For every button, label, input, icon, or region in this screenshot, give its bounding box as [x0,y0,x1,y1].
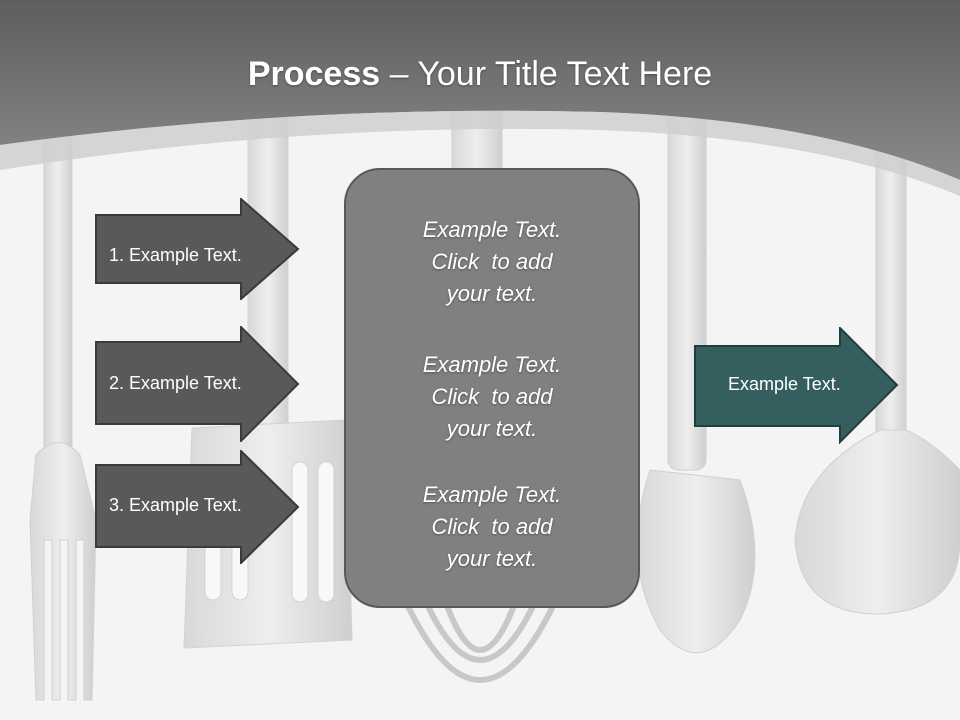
process-arrow-1[interactable]: 1. Example Text. [95,198,301,300]
title-rest: Your Title Text Here [417,55,713,93]
process-arrow-3[interactable]: 3. Example Text. [95,450,301,564]
arrow-shape [95,198,300,300]
ladle-silhouette [794,109,960,615]
block-line: your text. [446,281,538,306]
arrow-label: 3. Example Text. [109,495,242,515]
block-line: Example Text. [422,217,562,242]
slide-title: Process – Your Title Text Here [0,50,960,98]
arrow-shape [694,327,899,445]
process-arrow-2[interactable]: 2. Example Text. [95,326,301,442]
block-line: your text. [446,416,538,441]
block-line: Click to add [431,384,553,409]
title-dash: – [380,55,418,93]
arrow-label: 2. Example Text. [109,373,242,393]
block-line: Example Text. [422,352,562,377]
text-block-2: Example Text. Click to add your text. [346,349,638,445]
header-band [0,0,960,180]
text-block-3: Example Text. Click to add your text. [346,479,638,575]
block-line: Example Text. [422,482,562,507]
arrow-shape [95,450,300,564]
text-block-1: Example Text. Click to add your text. [346,214,638,310]
center-text-box[interactable]: Example Text. Click to add your text. Ex… [344,168,640,608]
arrow-label: 1. Example Text. [109,245,242,265]
block-line: your text. [446,546,538,571]
block-line: Click to add [431,249,553,274]
arrow-shape [95,326,300,442]
block-line: Click to add [431,514,553,539]
arrow-label: Example Text. [728,374,841,394]
result-arrow[interactable]: Example Text. [694,327,900,445]
title-bold: Process [247,55,381,93]
